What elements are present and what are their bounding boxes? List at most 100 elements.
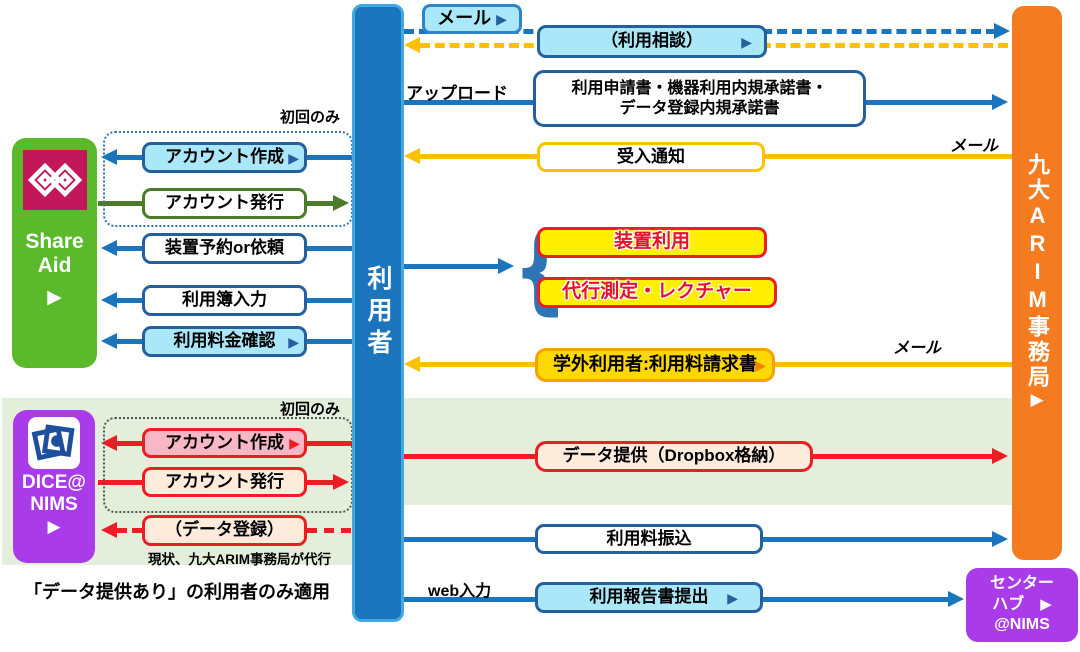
sa-account-issue-label: アカウント発行 bbox=[165, 193, 284, 213]
arim-office-label: 九大ARIM事務局 bbox=[1025, 153, 1050, 390]
play-icon: ▶ bbox=[496, 11, 507, 27]
line-sa-issue-l bbox=[98, 201, 142, 206]
line-sa-create-r bbox=[307, 155, 352, 160]
line-reserve-r bbox=[307, 246, 352, 251]
data-register-box: （データ登録） bbox=[142, 515, 307, 546]
dice-account-issue-label: アカウント発行 bbox=[165, 471, 284, 491]
fee-transfer-box: 利用料振込 bbox=[535, 524, 763, 554]
line-record-r bbox=[307, 298, 352, 303]
share-aid-card[interactable]: Share Aid ▶ bbox=[12, 138, 97, 368]
dice-account-issue-box: アカウント発行 bbox=[142, 467, 307, 497]
application-line1: 利用申請書・機器利用内規承諾書・ bbox=[571, 80, 828, 98]
upload-label: アップロード bbox=[406, 84, 508, 103]
consult-label: （利用相談） bbox=[601, 31, 703, 51]
dice-logo-icon bbox=[28, 417, 80, 469]
proxy-lecture-label: 代行測定・レクチャー bbox=[562, 281, 752, 303]
arrowhead-right-icon bbox=[992, 448, 1008, 464]
arrowhead-left-icon bbox=[101, 240, 117, 256]
dice-label-line2: NIMS bbox=[30, 493, 78, 515]
line-dice-issue-r bbox=[307, 480, 335, 485]
application-line2: データ登録内規承諾書 bbox=[619, 99, 780, 117]
arrowhead-left-icon bbox=[101, 149, 117, 165]
consult-box[interactable]: （利用相談） ▶ bbox=[537, 25, 767, 58]
line-sa-issue-r bbox=[307, 201, 335, 206]
line-feecheck-l bbox=[117, 339, 142, 344]
dice-label-line1: DICE@ bbox=[22, 472, 86, 493]
first-time-label-dice: 初回のみ bbox=[279, 401, 340, 418]
share-aid-label-line1: Share bbox=[25, 230, 84, 253]
dice-account-create-label: アカウント作成 bbox=[165, 432, 284, 452]
proxy-note-label: 現状、九大ARIM事務局が代行 bbox=[148, 552, 331, 567]
dice-account-create-box[interactable]: アカウント作成 ▶ bbox=[142, 428, 307, 458]
play-icon: ▶ bbox=[47, 516, 61, 536]
arrowhead-right-icon bbox=[333, 474, 349, 490]
fee-check-label: 利用料金確認 bbox=[173, 331, 276, 351]
mail-button[interactable]: メール ▶ bbox=[422, 4, 522, 34]
arrowhead-right-icon bbox=[992, 94, 1008, 110]
fee-check-box[interactable]: 利用料金確認 ▶ bbox=[142, 326, 307, 357]
share-aid-logo-icon bbox=[22, 150, 87, 210]
arrowhead-left-icon bbox=[101, 522, 117, 538]
device-use-box: 装置利用 bbox=[537, 227, 767, 258]
dashed-line-register-l bbox=[117, 528, 142, 533]
arrowhead-left-icon bbox=[101, 435, 117, 451]
play-icon: ▶ bbox=[288, 149, 299, 166]
data-register-label: （データ登録） bbox=[165, 520, 284, 540]
arrowhead-left-icon bbox=[404, 148, 420, 164]
sa-account-create-label: アカウント作成 bbox=[165, 147, 284, 167]
acceptance-box: 受入通知 bbox=[537, 142, 765, 172]
line-record-l bbox=[117, 298, 142, 303]
data-provide-box: データ提供（Dropbox格納） bbox=[535, 441, 813, 472]
user-bar: 利用者 bbox=[352, 4, 404, 622]
report-submit-box[interactable]: 利用報告書提出 ▶ bbox=[535, 582, 763, 613]
fee-transfer-label: 利用料振込 bbox=[606, 528, 692, 548]
line-reserve-l bbox=[117, 246, 142, 251]
arrowhead-left-icon bbox=[404, 356, 420, 372]
external-invoice-label: 学外利用者:利用料請求書 bbox=[553, 354, 757, 375]
user-bar-label: 利用者 bbox=[364, 265, 392, 361]
external-invoice-box[interactable]: 学外利用者:利用料請求書 ▶ bbox=[535, 348, 775, 382]
device-use-label: 装置利用 bbox=[613, 231, 690, 253]
center-hub-line2: ハブ bbox=[992, 595, 1025, 613]
play-icon: ▶ bbox=[47, 287, 62, 309]
usage-record-box: 利用簿入力 bbox=[142, 285, 307, 316]
dice-nims-card[interactable]: DICE@ NIMS ▶ bbox=[13, 410, 95, 563]
mail-label-acceptance: メール bbox=[950, 138, 999, 155]
arrowhead-left-icon bbox=[101, 333, 117, 349]
play-icon: ▶ bbox=[289, 435, 300, 451]
play-icon: ▶ bbox=[288, 333, 299, 350]
arrowhead-right-icon bbox=[333, 195, 349, 211]
report-submit-label: 利用報告書提出 bbox=[589, 587, 709, 607]
web-input-label: web入力 bbox=[428, 583, 492, 600]
sa-account-issue-box: アカウント発行 bbox=[142, 188, 307, 219]
play-icon: ▶ bbox=[741, 33, 752, 50]
first-time-label-shareaid: 初回のみ bbox=[279, 109, 340, 126]
arim-office-bar[interactable]: 九大ARIM事務局▶ bbox=[1012, 6, 1062, 560]
center-hub-card[interactable]: センター ハブ ▶ @NIMS bbox=[966, 568, 1078, 642]
play-icon: ▶ bbox=[755, 357, 766, 373]
arrowhead-left-icon bbox=[404, 37, 420, 53]
line-dice-create-r bbox=[307, 441, 352, 446]
proxy-lecture-box: 代行測定・レクチャー bbox=[537, 277, 777, 308]
usage-record-label: 利用簿入力 bbox=[182, 290, 267, 310]
line-sa-create-l bbox=[117, 155, 142, 160]
play-icon: ▶ bbox=[727, 589, 738, 606]
data-provide-label: データ提供（Dropbox格納） bbox=[562, 446, 786, 466]
device-reserve-label: 装置予約or依頼 bbox=[165, 238, 284, 258]
play-icon: ▶ bbox=[1040, 596, 1052, 614]
arrowhead-left-icon bbox=[101, 292, 117, 308]
arrowhead-right-icon bbox=[948, 591, 964, 607]
acceptance-label: 受入通知 bbox=[617, 146, 685, 166]
mail-button-label: メール bbox=[437, 8, 492, 29]
arrowhead-right-icon bbox=[992, 531, 1008, 547]
arrowhead-right-icon bbox=[498, 258, 514, 274]
arrowhead-right-icon bbox=[994, 23, 1010, 39]
line-feecheck-r bbox=[307, 339, 352, 344]
share-aid-label-line2: Aid bbox=[37, 254, 72, 278]
play-icon: ▶ bbox=[1028, 390, 1047, 413]
device-reserve-box: 装置予約or依頼 bbox=[142, 233, 307, 264]
line-dice-create-l bbox=[117, 441, 142, 446]
dashed-line-register-r bbox=[307, 528, 351, 533]
sa-account-create-box[interactable]: アカウント作成 ▶ bbox=[142, 142, 307, 173]
